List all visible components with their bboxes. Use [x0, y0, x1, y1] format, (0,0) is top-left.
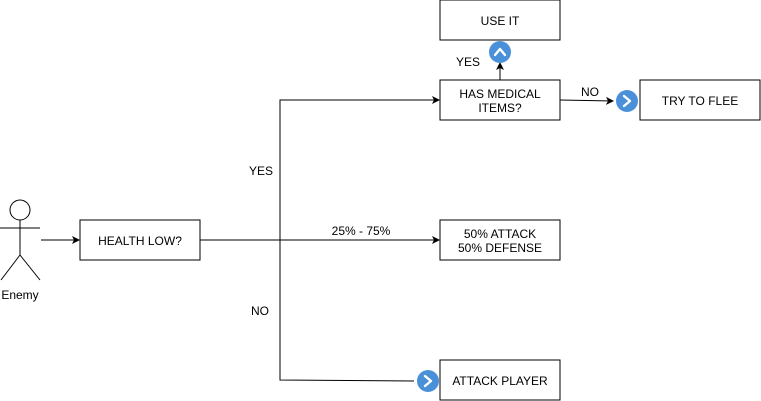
badge-right-attack-circle	[417, 370, 439, 392]
chevron-right-icon[interactable]	[616, 90, 638, 112]
node-health-low[interactable]: HEALTH LOW?	[79, 219, 201, 261]
node-attack-player-label: ATTACK PLAYER	[452, 374, 548, 388]
node-attack-defense[interactable]: 50% ATTACK 50% DEFENSE	[439, 219, 561, 261]
enemy-actor[interactable]: Enemy	[0, 199, 41, 302]
edge-label-health-mid: 25% - 75%	[332, 224, 391, 238]
actor-left-leg	[0, 254, 21, 281]
node-use-it[interactable]: USE IT	[439, 0, 561, 41]
badge-right-attack-chevron	[423, 374, 433, 388]
badge-right-flee-circle	[616, 90, 638, 112]
edge-health-no-to-attack-player	[279, 240, 415, 382]
actor-right-leg	[19, 254, 41, 281]
badge-up-chevron	[493, 47, 507, 57]
chevron-up-icon[interactable]	[489, 41, 511, 63]
node-attack-defense-line2: 50% DEFENSE	[458, 241, 542, 255]
node-attack-player[interactable]: ATTACK PLAYER	[439, 359, 561, 401]
node-use-it-label: USE IT	[481, 14, 520, 28]
node-health-low-box	[79, 219, 201, 261]
badge-up-circle	[489, 41, 511, 63]
badge-right-flee-chevron	[622, 94, 632, 108]
edge-health-yes-to-medical	[279, 96, 440, 240]
node-attack-defense-line1: 50% ATTACK	[464, 227, 536, 241]
node-attack-defense-box	[439, 219, 561, 261]
edge-label-health-no: NO	[251, 304, 269, 318]
node-has-medical-items-line1: HAS MEDICAL	[459, 87, 541, 101]
node-try-to-flee-label: TRY TO FLEE	[662, 94, 738, 108]
chevron-right-icon[interactable]	[417, 370, 439, 392]
node-has-medical-items[interactable]: HAS MEDICAL ITEMS?	[439, 79, 561, 121]
node-attack-player-box	[439, 359, 561, 401]
node-has-medical-items-box	[439, 79, 561, 121]
node-health-low-label: HEALTH LOW?	[98, 234, 182, 248]
node-use-it-box	[439, 0, 561, 41]
edge-medical-no-to-flee	[559, 96, 614, 105]
node-has-medical-items-line2: ITEMS?	[478, 101, 522, 115]
node-try-to-flee[interactable]: TRY TO FLEE	[639, 79, 761, 121]
edge-label-medical-yes: YES	[456, 55, 480, 69]
actor-head	[9, 199, 31, 221]
node-try-to-flee-box	[639, 79, 761, 121]
actor-label: Enemy	[1, 288, 38, 302]
edge-label-health-yes: YES	[249, 164, 273, 178]
edge-label-medical-no: NO	[581, 85, 599, 99]
